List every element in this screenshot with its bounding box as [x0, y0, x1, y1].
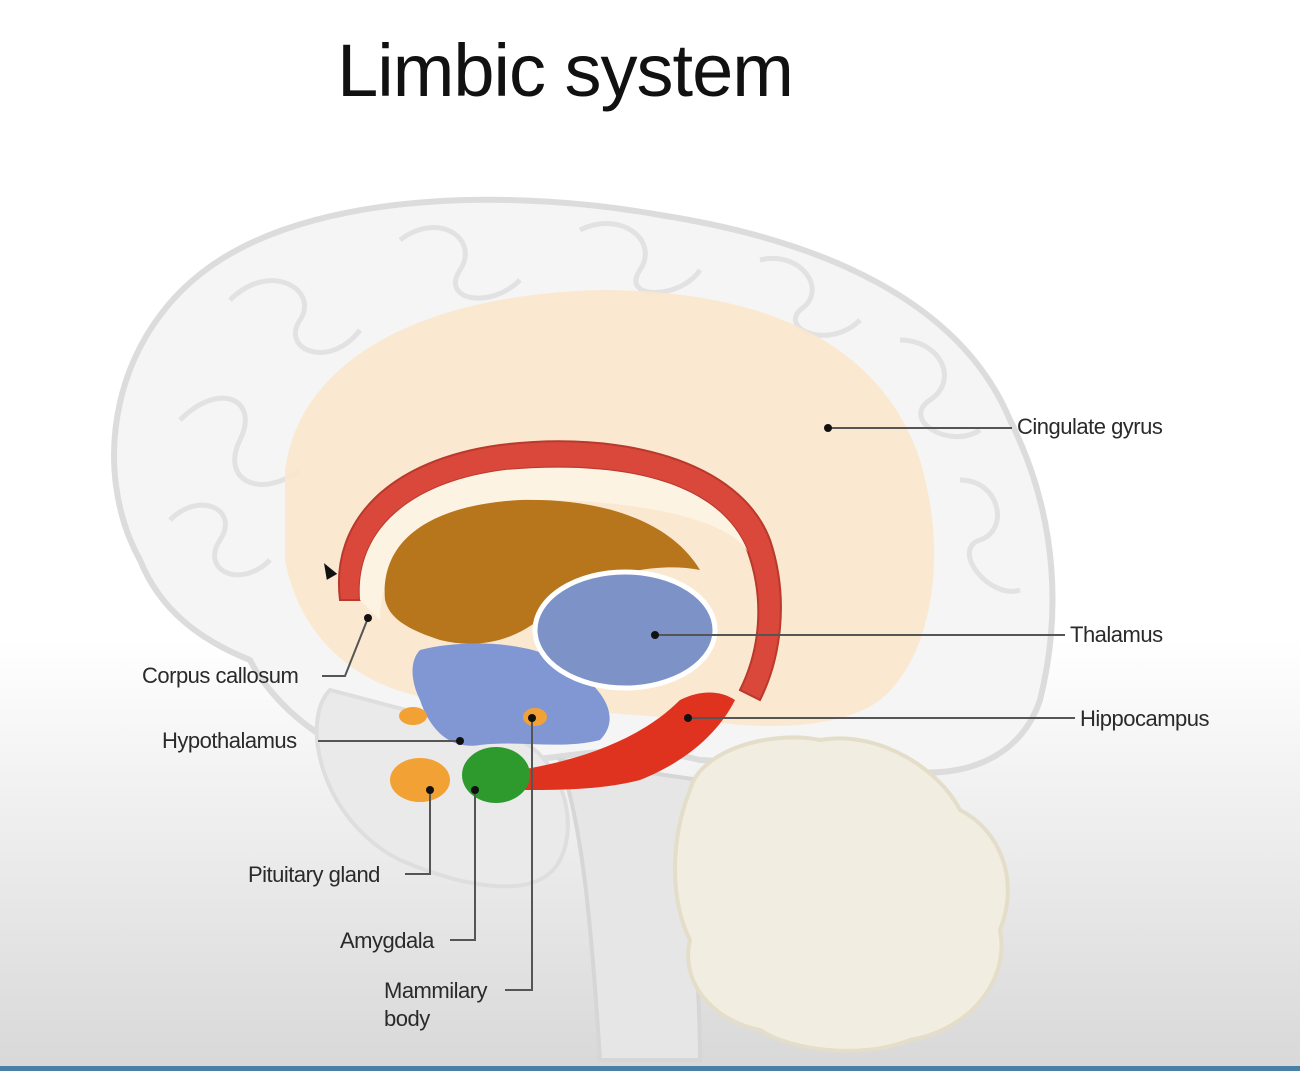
pituitary-gland [390, 758, 450, 802]
diagram-title: Limbic system [337, 29, 794, 112]
label-pituitary-gland: Pituitary gland [248, 862, 380, 887]
corpus-callosum [337, 440, 782, 702]
label-mammilary-body-line1: Mammilary [384, 978, 488, 1003]
cerebellum [673, 735, 1010, 1053]
leader-dots [364, 424, 832, 794]
label-hypothalamus: Hypothalamus [162, 728, 297, 753]
fornix [384, 499, 700, 644]
gyri-texture [168, 221, 1021, 594]
leader-lines [318, 427, 1075, 991]
amygdala [462, 747, 530, 803]
label-corpus-callosum: Corpus callosum [142, 663, 299, 688]
label-hippocampus: Hippocampus [1080, 706, 1210, 731]
pituitary-stalk [399, 707, 427, 725]
label-amygdala: Amygdala [340, 928, 434, 953]
bottom-bar [0, 1066, 1300, 1071]
label-cingulate-gyrus: Cingulate gyrus [1017, 414, 1163, 439]
hippocampus [520, 692, 735, 790]
thalamus [532, 569, 718, 691]
label-thalamus: Thalamus [1070, 622, 1163, 647]
corpus-callosum-inner [359, 467, 748, 620]
label-mammilary-body-line2: body [384, 1006, 430, 1031]
